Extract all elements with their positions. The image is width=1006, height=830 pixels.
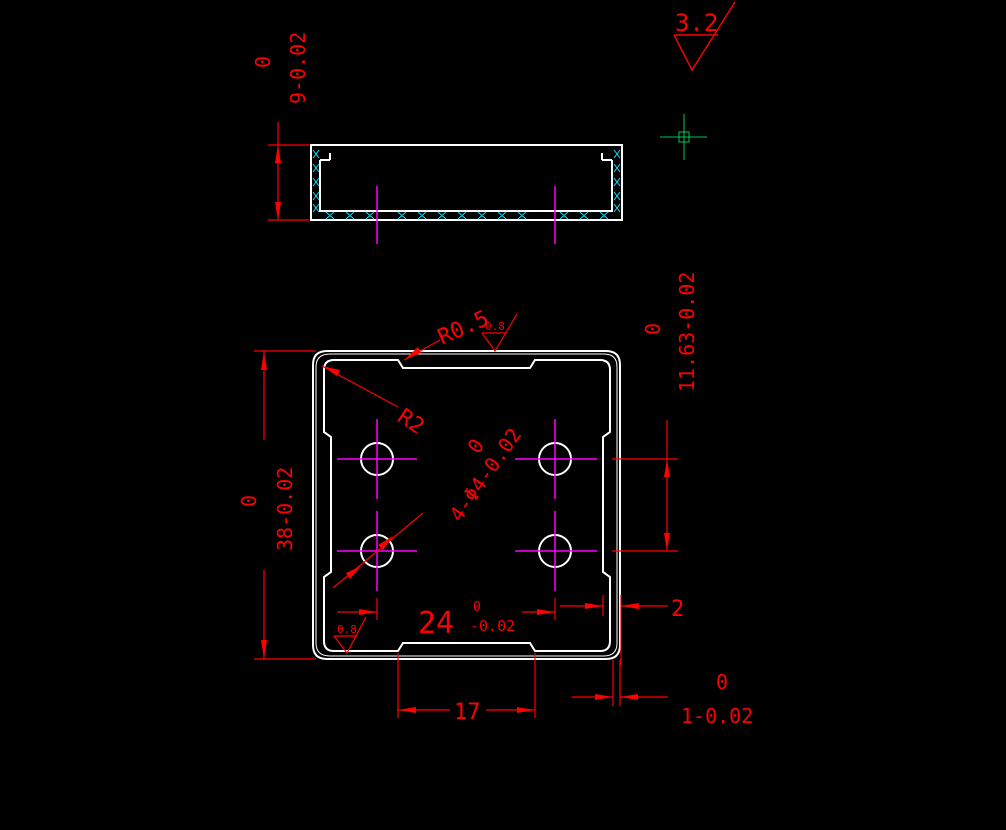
surface-roughness-symbol-icon xyxy=(673,1,736,72)
surface-roughness-symbol-general: 3.2 xyxy=(673,1,736,72)
hole-spacing-tolerance-upper: 0 xyxy=(473,600,481,615)
length-dimension-value: 38-0.02 xyxy=(273,467,297,551)
thin-wall-value: 1-0.02 xyxy=(681,704,753,728)
side-view: 0 9-0.02 xyxy=(251,32,623,244)
roughness-top-value: 0.8 xyxy=(485,320,505,333)
surface-roughness-symbol-icon xyxy=(481,313,518,353)
length-tolerance-upper: 0 xyxy=(237,495,261,507)
crosshair-cursor-icon xyxy=(660,114,707,160)
top-view-inner-outline xyxy=(323,359,611,652)
side-view-centerlines xyxy=(376,186,556,244)
dimension-arrowheads xyxy=(261,347,670,713)
side-view-outline xyxy=(310,144,623,221)
surface-roughness-symbol-bottom-left: 0.8 xyxy=(333,616,367,655)
hole-spacing-value: 24 xyxy=(418,606,454,641)
side-tolerance-upper: 0 xyxy=(641,323,665,335)
height-dimension xyxy=(268,122,309,221)
height-dimension-value: 9-0.02 xyxy=(286,32,310,104)
side-view-hatch xyxy=(312,149,621,220)
side-dimension-value: 11.63-0.02 xyxy=(675,272,699,392)
wall-thickness-value: 2 xyxy=(671,597,684,622)
thin-wall-tolerance-upper: 0 xyxy=(716,670,728,694)
hole-spacing-tolerance-lower: -0.02 xyxy=(470,617,515,635)
roughness-general-value: 3.2 xyxy=(675,9,718,37)
top-view xyxy=(312,350,621,660)
surface-roughness-symbol-icon xyxy=(333,616,367,655)
roughness-bottom-left-value: 0.8 xyxy=(337,623,357,636)
surface-roughness-symbol-top: 0.8 xyxy=(481,313,518,353)
hole-centerlines xyxy=(337,419,597,591)
top-view-outer-outline xyxy=(312,350,621,660)
notch-width-value: 17 xyxy=(454,700,481,725)
height-tolerance-upper: 0 xyxy=(251,56,275,68)
